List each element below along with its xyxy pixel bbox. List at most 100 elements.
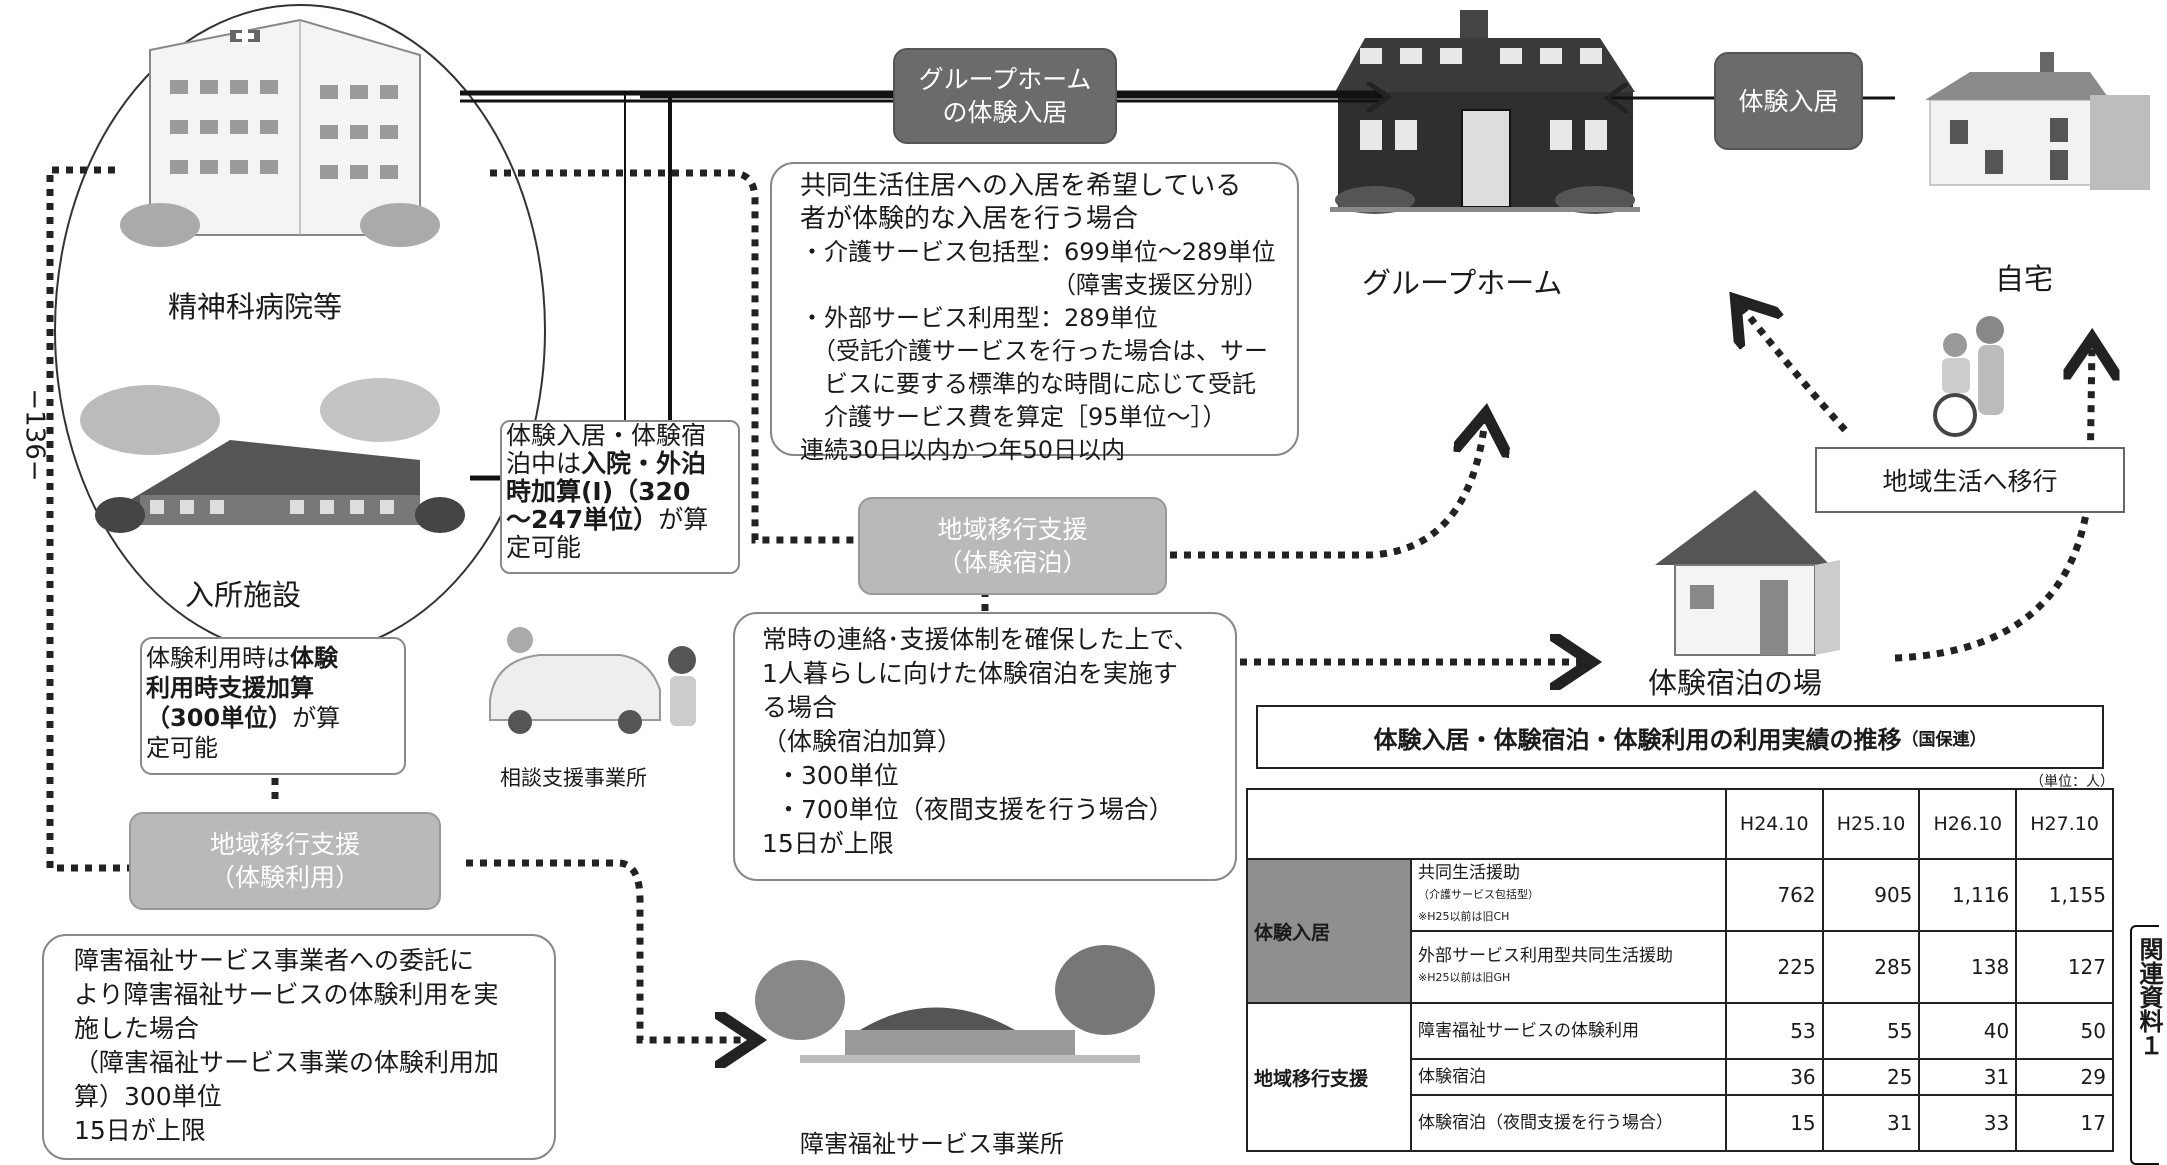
community-transition-box: 地域生活へ移行 (1815, 447, 2125, 513)
trial-stay-place-label: 体験宿泊の場 (1648, 666, 1823, 700)
hospital-addon-line-2a: 泊中は (506, 449, 582, 478)
trial-use-addon-line-1b: 体験 (290, 644, 338, 672)
hospital-addon-line-3: 時加算(Ⅰ)（320 (506, 477, 691, 506)
column-header: H25.10 (1821, 788, 1921, 860)
trial-use-addon-line-3: （300単位）が算 (146, 703, 340, 733)
table-cell: 40 (1918, 1002, 2018, 1060)
column-header: H27.10 (2015, 788, 2114, 860)
row-label-main: 外部サービス利用型共同生活援助 (1418, 946, 1673, 966)
table-unit: （単位：人） (2030, 774, 2114, 790)
table-row: 体験宿泊（夜間支援を行う場合） 15 31 33 17 (1247, 1094, 2114, 1152)
table-cell: 762 (1724, 858, 1824, 932)
row-label-sub1: （介護サービス包括型） (1418, 888, 1539, 901)
table-cell: 55 (1821, 1002, 1921, 1060)
hospital-addon-text: 体験入居・体験宿 泊中は入院・外泊 時加算(Ⅰ)（320 ～247単位）が算 定… (506, 422, 708, 562)
counseling-office-illustration (489, 627, 696, 734)
community-transition-label: 地域生活へ移行 (1882, 467, 2058, 496)
gh-trial-pill-line1: グループホーム (918, 65, 1092, 94)
trial-use-addon-line-3a: （300単位） (146, 704, 293, 732)
gh-trial-line-5: ・外部サービス利用型：289単位 (800, 304, 1158, 332)
usage-table: H24.10 H25.10 H26.10 H27.10 体験入居 共同生活援助 … (1246, 788, 2114, 1152)
transition-stay-pill-line1: 地域移行支援 (937, 515, 1088, 544)
trial-stay-line-2: 1人暮らしに向けた体験宿泊を実施す (762, 659, 1178, 688)
table-cell: 25 (1821, 1058, 1921, 1096)
gh-trial-note-text: 共同生活住居への入居を希望している 者が体験的な入居を行う場合 ・介護サービス包… (800, 170, 1276, 467)
gh-trial-line-9: 連続30日以内かつ年50日以内 (800, 436, 1126, 464)
row-label-main: 共同生活援助 (1418, 863, 1520, 883)
table-cell: 905 (1821, 858, 1921, 932)
table-cell: 1,116 (1918, 858, 2018, 932)
trial-use-line-3: 施した場合 (74, 1014, 200, 1043)
hospital-addon-line-5: 定可能 (506, 533, 582, 562)
trial-use-addon-text: 体験利用時は体験 利用時支援加算 （300単位）が算 定可能 (146, 643, 340, 763)
gh-trial-line-3: ・介護サービス包括型：699単位～289単位 (800, 238, 1276, 266)
table-row: 地域移行支援 障害福祉サービスの体験利用 53 55 40 50 (1246, 1002, 2114, 1152)
facility-illustration (80, 378, 465, 533)
table-title-box: 体験入居・体験宿泊・体験利用の利用実績の推移 （国保連） (1256, 705, 2104, 769)
home-label: 自宅 (1995, 262, 2054, 296)
trial-use-addon-line-1: 体験利用時は体験 (146, 643, 340, 673)
gh-trial-line-2: 者が体験的な入居を行う場合 (800, 204, 1139, 234)
hospital-addon-line-2b: 入院・外泊 (581, 449, 707, 478)
group-home-illustration (1330, 10, 1640, 214)
trial-use-addon-note (140, 637, 406, 775)
hospital-illustration (120, 18, 440, 247)
welfare-office-illustration (755, 945, 1155, 1063)
group-label: 体験入居 (1246, 858, 1412, 1004)
home-trial-pill-label: 体験入居 (1738, 86, 1839, 116)
gh-trial-pill: グループホーム の体験入居 (893, 48, 1117, 144)
table-row: 外部サービス利用型共同生活援助 ※H25以前は旧GH 225 285 138 1… (1247, 930, 2114, 1004)
gh-trial-line-1: 共同生活住居への入居を希望している (800, 171, 1242, 201)
table-cell: 50 (2015, 1002, 2114, 1060)
trial-stay-line-3: る場合 (762, 693, 838, 722)
hospital-addon-note (500, 420, 740, 574)
side-tab: 関連資料１ (2130, 925, 2163, 1165)
counseling-office-label: 相談支援事業所 (500, 766, 647, 790)
gh-trial-line-6: （受託介護サービスを行った場合は、サー (812, 337, 1268, 365)
page-number: −136− (19, 388, 50, 482)
trial-stay-line-1: 常時の連絡･支援体制を確保した上で、 (762, 625, 1199, 654)
hospital-addon-line-4: ～247単位）が算 (506, 506, 708, 534)
trial-stay-note-text: 常時の連絡･支援体制を確保した上で、 1人暮らしに向けた体験宿泊を実施す る場合… (762, 623, 1199, 861)
table-cell: 29 (2015, 1058, 2114, 1096)
trial-stay-line-6: ・700単位（夜間支援を行う場合） (776, 795, 1174, 824)
gh-trial-note (770, 162, 1299, 456)
table-cell: 225 (1724, 930, 1824, 1004)
trial-use-line-5: 算）300単位 (74, 1082, 222, 1111)
hospital-addon-line-4a: ～247単位） (506, 505, 659, 534)
gh-trial-pill-line2: の体験入居 (942, 98, 1068, 127)
row-label: 体験宿泊 (1410, 1058, 1727, 1096)
row-label: 共同生活援助 （介護サービス包括型） ※H25以前は旧CH (1410, 858, 1727, 932)
table-cell: 17 (2015, 1094, 2114, 1152)
hospital-addon-line-2: 泊中は入院・外泊 (506, 450, 708, 478)
column-header: H24.10 (1724, 788, 1824, 860)
group-home-label: グループホーム (1362, 266, 1563, 300)
trial-stay-note (733, 612, 1237, 881)
trial-stay-line-4: （体験宿泊加算） (762, 727, 963, 756)
facility-label: 入所施設 (185, 578, 302, 612)
trial-use-line-2: より障害福祉サービスの体験利用を実 (74, 980, 499, 1009)
table-cell: 31 (1821, 1094, 1921, 1152)
table-cell: 33 (1918, 1094, 2018, 1152)
trial-use-addon-line-4: 定可能 (146, 734, 218, 762)
trial-use-addon-line-2: 利用時支援加算 (146, 674, 314, 702)
table-cell: 15 (1724, 1094, 1824, 1152)
trial-use-line-4: （障害福祉サービス事業の体験利用加 (74, 1048, 500, 1077)
transition-use-pill-line2: （体験利用） (209, 863, 360, 892)
table-header-row: H24.10 H25.10 H26.10 H27.10 (1246, 788, 2114, 860)
caregiver-illustration (1933, 316, 2004, 437)
table-source: （国保連） (1901, 729, 1987, 750)
transition-use-pill: 地域移行支援 （体験利用） (129, 812, 441, 910)
table-header-empty (1246, 788, 1727, 860)
table-cell: 285 (1821, 930, 1921, 1004)
table-cell: 138 (1918, 930, 2018, 1004)
gh-trial-line-8: 介護サービス費を算定［95単位～］） (824, 403, 1227, 431)
row-label: 障害福祉サービスの体験利用 (1410, 1002, 1727, 1060)
table-cell: 1,155 (2015, 858, 2114, 932)
row-label-sub2: ※H25以前は旧GH (1418, 971, 1511, 984)
trial-use-addon-line-1a: 体験利用時は (146, 644, 290, 672)
trial-stay-line-5: ・300単位 (776, 761, 899, 790)
trial-use-line-6: 15日が上限 (74, 1116, 206, 1145)
gh-trial-line-4: （障害支援区分別） (1052, 271, 1268, 299)
